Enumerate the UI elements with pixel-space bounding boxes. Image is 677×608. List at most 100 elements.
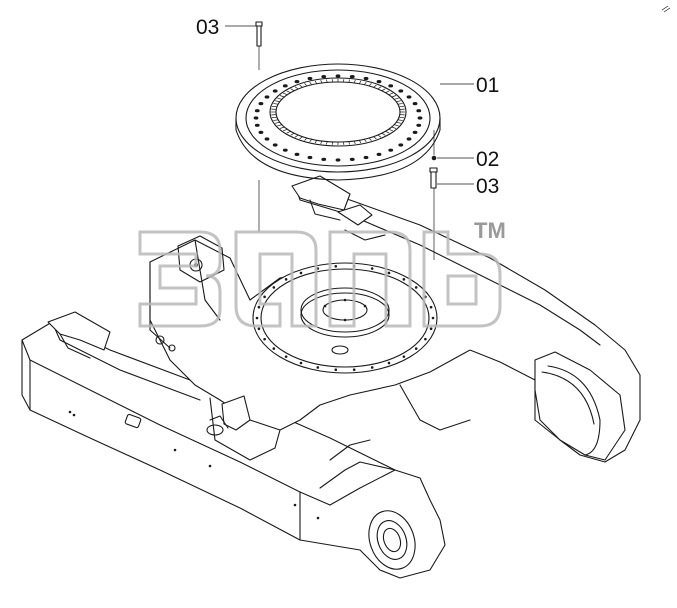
callout-03-top: 03 — [196, 16, 219, 39]
gear-tooth — [399, 116, 405, 119]
gear-tooth — [277, 97, 282, 100]
callout-leaders — [225, 25, 474, 185]
gear-tooth — [290, 132, 295, 136]
mount-bolt-hole — [334, 264, 338, 268]
ring-bolt-hole — [416, 123, 422, 127]
ring-bolt-hole — [307, 76, 313, 81]
gear-tooth — [294, 134, 299, 138]
gear-tooth — [391, 95, 397, 98]
mount-bolt-hole — [257, 327, 261, 331]
watermark-logo: TM — [138, 218, 506, 328]
gear-tooth — [294, 86, 299, 90]
gear-tooth — [394, 97, 399, 100]
ring-bolt-hole — [272, 89, 278, 93]
gear-tooth — [377, 134, 382, 138]
watermark-trademark: TM — [474, 218, 506, 243]
gear-tooth — [397, 119, 403, 121]
mount-bolt-hole — [263, 337, 266, 341]
slewing-ring — [235, 63, 441, 181]
turntable-mount — [252, 262, 438, 374]
ring-bolt-hole — [363, 155, 369, 160]
mount-bolt-hole — [414, 347, 418, 350]
ring-bolt-hole — [335, 74, 341, 78]
ring-bolt-hole — [417, 116, 423, 120]
corner-mark — [661, 5, 671, 13]
gear-tooth — [309, 138, 313, 143]
gear-tooth — [282, 92, 288, 96]
ring-bolt-hole — [264, 95, 270, 99]
ring-bolt-hole — [272, 143, 278, 147]
mount-bolt-hole — [255, 316, 259, 320]
top-bolt — [255, 21, 263, 232]
gear-tooth — [399, 105, 405, 108]
gear-tooth — [381, 132, 386, 136]
ring-bolt-hole — [321, 157, 327, 161]
ring-bolt-hole — [253, 116, 259, 120]
gear-tooth — [353, 140, 356, 145]
ring-bolt-hole — [282, 84, 288, 88]
gear-tooth — [273, 119, 279, 121]
gear-tooth — [385, 130, 390, 134]
gear-tooth — [273, 103, 279, 105]
mount-bolt-hole — [334, 368, 338, 372]
ring-bolt-hole — [376, 80, 382, 84]
gear-tooth — [348, 141, 350, 145]
ring-bolt-hole — [388, 148, 394, 152]
gear-tooth — [348, 79, 350, 83]
ring-bolt-hole — [294, 152, 300, 156]
ring-bolt-hole — [398, 89, 404, 93]
ring-bolt-hole — [406, 137, 412, 141]
gear-tooth — [368, 83, 372, 87]
mount-bolt-hole — [414, 286, 418, 289]
ring-bolt-hole — [349, 75, 355, 79]
gear-tooth — [279, 95, 285, 98]
ring-bolt-hole — [258, 130, 264, 134]
mount-bolt-hole — [402, 278, 406, 281]
callout-03-bottom: 03 — [476, 175, 499, 198]
mount-bolt-hole — [429, 305, 433, 309]
gear-tooth — [394, 124, 399, 127]
gear-tooth — [373, 84, 377, 88]
mount-bolt-hole — [352, 368, 356, 372]
gear-tooth — [271, 116, 277, 119]
gear-tooth — [353, 79, 356, 84]
gear-tooth — [282, 128, 288, 132]
washer — [431, 155, 437, 161]
ring-bolt-hole — [307, 155, 313, 160]
gear-tooth — [304, 137, 308, 141]
mount-bolt-hole — [402, 355, 406, 358]
ring-bolt-hole — [388, 84, 394, 88]
mount-bolt-hole — [263, 295, 266, 299]
gear-tooth — [363, 81, 367, 86]
mount-bolt-hole — [316, 366, 320, 369]
mount-bolt-hole — [299, 361, 303, 365]
gear-tooth — [368, 137, 372, 141]
mount-bolt-hole — [272, 286, 276, 289]
ring-bolt-hole — [321, 75, 327, 79]
gear-tooth — [397, 103, 403, 105]
gear-tooth — [286, 130, 291, 134]
gear-tooth — [385, 90, 390, 94]
ring-bolt-hole — [264, 137, 270, 141]
ring-bolt-hole — [416, 109, 422, 113]
mount-bolt-hole — [272, 347, 276, 350]
mount-bolt-hole — [257, 305, 261, 309]
ring-bolt-hole — [376, 152, 382, 156]
gear-tooth — [299, 84, 303, 88]
gear-tooth — [286, 90, 291, 94]
gear-tooth — [274, 121, 280, 124]
gear-tooth — [279, 126, 285, 129]
gear-tooth — [314, 140, 318, 144]
callout-01: 01 — [476, 74, 499, 97]
gear-tooth — [388, 92, 394, 96]
gear-tooth — [290, 88, 295, 92]
gear-tooth — [381, 88, 386, 92]
gear-tooth — [363, 138, 367, 143]
gear-tooth — [396, 121, 402, 124]
ring-bolt-hole — [254, 109, 260, 113]
gear-tooth — [388, 128, 394, 132]
mount-bolt-hole — [284, 278, 288, 281]
gear-tooth — [358, 140, 362, 144]
ring-bolt-hole — [412, 102, 418, 106]
